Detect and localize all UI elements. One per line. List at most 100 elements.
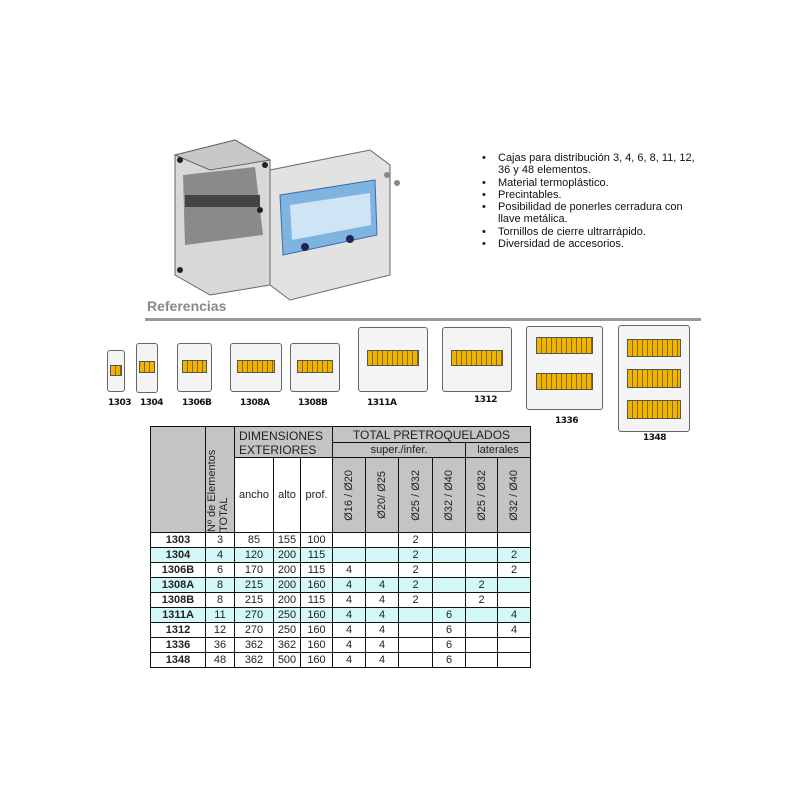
table-cell (432, 562, 466, 578)
table-cell (398, 637, 433, 653)
table-cell: 6 (205, 562, 235, 578)
table-cell: 115 (300, 562, 333, 578)
table-cell (432, 592, 466, 608)
table-cell: 4 (332, 577, 366, 593)
product-label: 1308A (240, 398, 270, 408)
table-cell (432, 547, 466, 563)
table-cell (398, 622, 433, 638)
feature-item: Diversidad de accesorios. (478, 238, 698, 251)
table-cell: 250 (273, 607, 301, 623)
product-thumbnail (442, 327, 512, 392)
module-strip (627, 369, 681, 389)
table-cell: 6 (432, 637, 466, 653)
module-strip (627, 338, 681, 358)
header-laterales: laterales (465, 442, 531, 458)
specifications-table: Nº de Elementos TOTAL DIMENSIONES EXTERI… (150, 426, 531, 668)
product-label: 1306B (182, 398, 212, 408)
module-strip (536, 336, 593, 354)
table-cell (465, 532, 498, 548)
feature-item: Tornillos de cierre ultrarrápido. (478, 226, 698, 239)
header-diameter: Ø16 / Ø20 (343, 469, 355, 521)
section-title: Referencias (147, 298, 227, 314)
table-cell (332, 532, 366, 548)
header-diameter: Ø32 / Ø40 (508, 469, 520, 521)
header-alto: alto (273, 457, 301, 533)
table-cell: 4 (332, 652, 366, 668)
module-strip (181, 360, 208, 373)
closed-box-illustration (269, 149, 400, 301)
reference-cell: 1348 (150, 652, 206, 668)
table-cell: 200 (273, 577, 301, 593)
table-cell: 36 (205, 637, 235, 653)
feature-item: Precintables. (478, 189, 698, 202)
reference-cell: 1308B (150, 592, 206, 608)
table-cell (365, 532, 399, 548)
table-cell: 4 (205, 547, 235, 563)
product-label: 1311A (367, 398, 397, 408)
table-cell: 215 (234, 592, 274, 608)
product-thumbnail (107, 350, 125, 392)
table-cell: 85 (234, 532, 274, 548)
header-diameter: Ø25 / Ø32 (475, 469, 488, 521)
table-cell: 115 (300, 592, 333, 608)
table-cell: 2 (497, 547, 531, 563)
module-strip (367, 350, 419, 366)
table-cell (398, 607, 433, 623)
product-label: 1348 (643, 433, 667, 443)
table-cell: 500 (273, 652, 301, 668)
product-label: 1303 (108, 398, 132, 408)
table-cell: 3 (205, 532, 235, 548)
header-diameter: Ø25 / Ø32 (409, 469, 422, 521)
table-cell (398, 652, 433, 668)
table-cell: 4 (332, 637, 366, 653)
product-label: 1304 (140, 398, 164, 408)
product-label: 1308B (298, 398, 328, 408)
header-dimensiones: DIMENSIONES EXTERIORES (234, 426, 333, 458)
table-cell: 2 (465, 577, 498, 593)
table-cell: 250 (273, 622, 301, 638)
table-cell: 4 (332, 622, 366, 638)
table-cell (365, 562, 399, 578)
feature-item: Material termoplástico. (478, 177, 698, 190)
table-cell: 160 (300, 637, 333, 653)
table-cell (465, 607, 498, 623)
table-cell: 2 (465, 592, 498, 608)
header-prof: prof. (300, 457, 333, 533)
product-thumbnail (526, 326, 603, 410)
table-cell: 6 (432, 607, 466, 623)
module-strip (237, 360, 275, 373)
table-cell: 8 (205, 577, 235, 593)
product-thumbnail (136, 343, 158, 393)
module-strip (536, 372, 593, 390)
reference-cell: 1336 (150, 637, 206, 653)
table-cell: 48 (205, 652, 235, 668)
table-cell: 2 (398, 532, 433, 548)
reference-cell: 1312 (150, 622, 206, 638)
reference-cell: 1303 (150, 532, 206, 548)
table-cell: 160 (300, 622, 333, 638)
table-cell (465, 547, 498, 563)
table-cell: 115 (300, 547, 333, 563)
module-strip (296, 360, 334, 373)
table-cell: 2 (398, 577, 433, 593)
table-cell: 4 (497, 607, 531, 623)
module-strip (109, 365, 123, 376)
table-cell: 100 (300, 532, 333, 548)
table-cell (497, 577, 531, 593)
table-cell: 4 (365, 607, 399, 623)
header-ancho: ancho (234, 457, 274, 533)
table-cell: 4 (497, 622, 531, 638)
table-cell: 4 (332, 562, 366, 578)
table-cell: 120 (234, 547, 274, 563)
table-cell: 2 (398, 547, 433, 563)
table-cell: 215 (234, 577, 274, 593)
table-cell: 160 (300, 652, 333, 668)
reference-cell: 1306B (150, 562, 206, 578)
table-cell (332, 547, 366, 563)
